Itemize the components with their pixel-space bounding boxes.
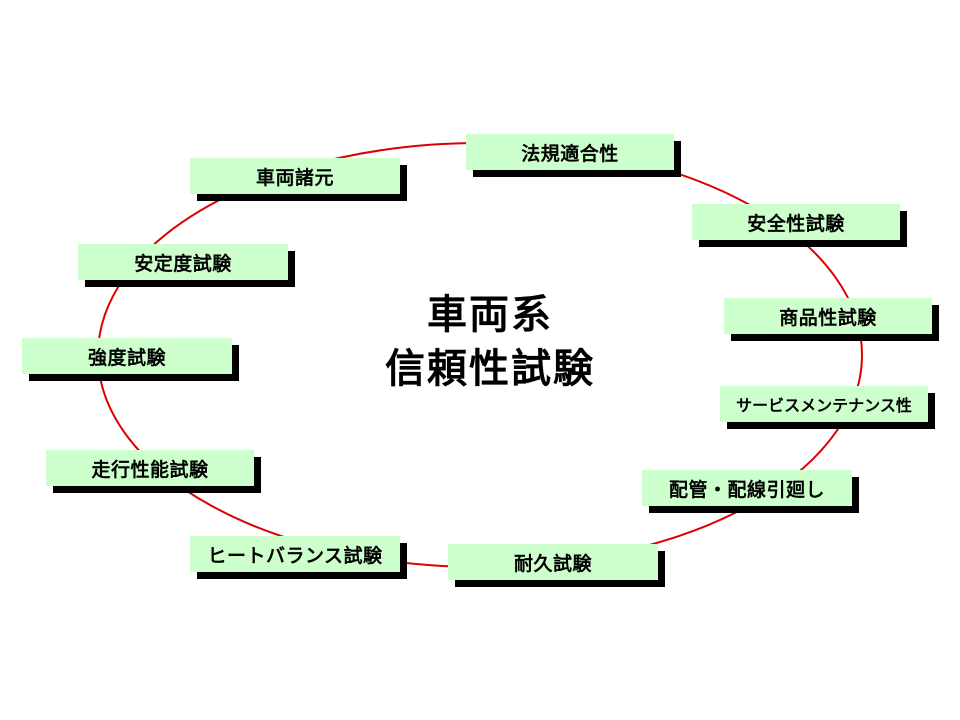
node-durability-test: 耐久試験 [448, 544, 658, 580]
node-legal-compliance: 法規適合性 [466, 134, 674, 170]
node-strength-test: 強度試験 [22, 338, 232, 374]
node-piping-wiring: 配管・配線引廻し [642, 470, 852, 506]
node-heat-balance-test: ヒートバランス試験 [190, 536, 400, 572]
node-stability-test: 安定度試験 [78, 244, 288, 280]
node-driving-performance-test: 走行性能試験 [46, 450, 254, 486]
title-line-2: 信頼性試験 [385, 346, 595, 392]
diagram-title: 車両系 信頼性試験 [330, 288, 650, 396]
node-merchantability-test: 商品性試験 [724, 298, 932, 334]
node-safety-test: 安全性試験 [692, 204, 900, 240]
title-line-1: 車両系 [427, 292, 553, 338]
node-service-maintainability: サービスメンテナンス性 [720, 386, 928, 422]
node-vehicle-specs: 車両諸元 [190, 158, 400, 194]
